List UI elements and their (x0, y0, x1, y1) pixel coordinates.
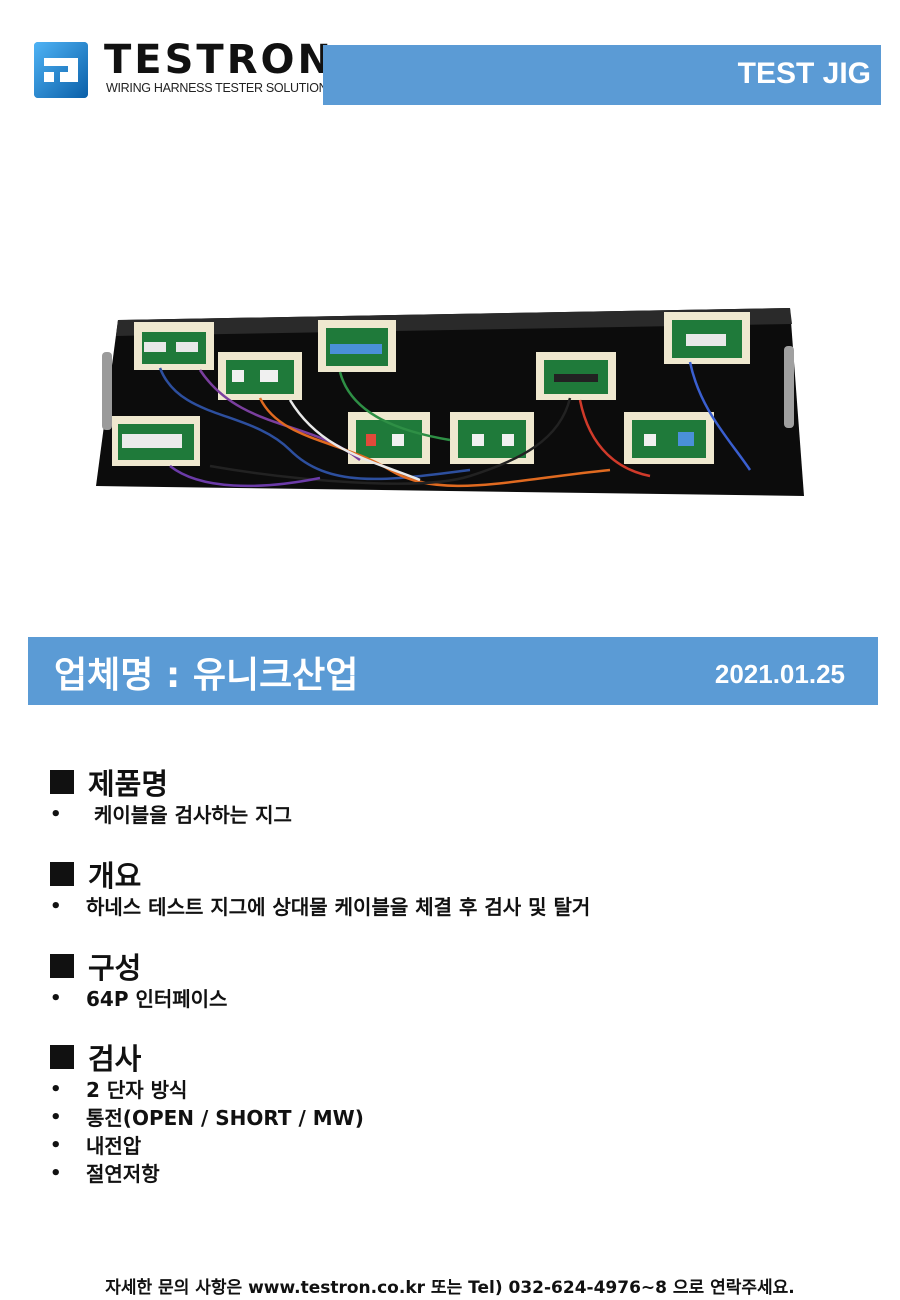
company-name: 업체명 : 유니크산업 (54, 655, 359, 696)
square-bullet-icon (50, 954, 74, 978)
jig-module (134, 322, 214, 370)
square-bullet-icon (50, 862, 74, 886)
section-product-name: 제품명 •케이블을 검사하는 지그 (50, 763, 292, 829)
bullet-icon: • (50, 804, 62, 825)
list-item: •64P 인터페이스 (50, 987, 228, 1011)
jig-module (112, 416, 200, 466)
header-label: TEST JIG (737, 57, 871, 90)
list-item: •하네스 테스트 지그에 상대물 케이블을 체결 후 검사 및 탈거 (50, 895, 591, 919)
section-title: 제품명 (88, 767, 169, 801)
list-item: •절연저항 (50, 1162, 160, 1186)
section-title: 검사 (88, 1042, 142, 1076)
jig-module (218, 352, 302, 400)
list-item: •통전(OPEN / SHORT / MW) (50, 1106, 364, 1130)
jig-module (624, 412, 714, 464)
logo-tagline: WIRING HARNESS TESTER SOLUTIONS (106, 81, 336, 95)
square-bullet-icon (50, 1045, 74, 1069)
jig-module (664, 312, 750, 364)
document-date: 2021.01.25 (714, 659, 845, 689)
logo-mark-icon (34, 42, 88, 98)
bullet-icon: • (50, 988, 62, 1009)
list-item: •케이블을 검사하는 지그 (50, 803, 292, 827)
section-overview: 개요 •하네스 테스트 지그에 상대물 케이블을 체결 후 검사 및 탈거 (50, 855, 591, 921)
section-title: 구성 (88, 951, 142, 985)
section-title: 개요 (88, 859, 142, 893)
jig-module (318, 320, 396, 372)
section-composition: 구성 •64P 인터페이스 (50, 947, 228, 1013)
jig-module (536, 352, 616, 400)
bullet-icon: • (50, 1163, 62, 1184)
wires (158, 361, 752, 488)
list-item: •내전압 (50, 1134, 142, 1158)
bullet-icon: • (50, 896, 62, 917)
testron-logo: TESTRON WIRING HARNESS TESTER SOLUTIONS (34, 37, 336, 102)
contact-footer: 자세한 문의 사항은 www.testron.co.kr 또는 Tel) 032… (105, 1278, 795, 1298)
list-item: •2 단자 방식 (50, 1078, 188, 1102)
logo-name: TESTRON (104, 37, 334, 83)
bullet-icon: • (50, 1135, 62, 1156)
bullet-icon: • (50, 1107, 62, 1128)
test-jig-photo (96, 308, 804, 496)
company-bar: 업체명 : 유니크산업 2021.01.25 (28, 637, 878, 705)
square-bullet-icon (50, 770, 74, 794)
section-inspection: 검사 •2 단자 방식 •통전(OPEN / SHORT / MW) •내전압 … (50, 1038, 364, 1188)
header-bar: TEST JIG (323, 45, 881, 105)
bullet-icon: • (50, 1079, 62, 1100)
